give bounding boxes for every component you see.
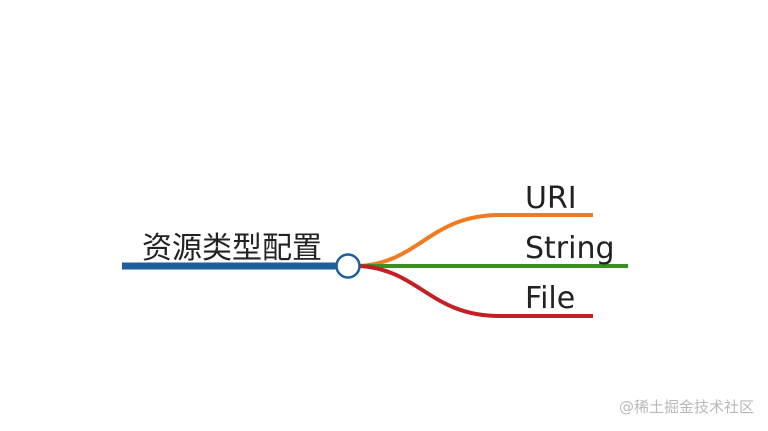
branch-label-file[interactable]: File xyxy=(525,281,575,316)
branch-label-uri[interactable]: URI xyxy=(525,181,577,216)
watermark-text: @稀土掘金技术社区 xyxy=(618,398,754,416)
root-node-label[interactable]: 资源类型配置 xyxy=(142,231,322,266)
branch-label-string[interactable]: String xyxy=(525,231,615,266)
root-collapse-toggle[interactable] xyxy=(335,253,361,279)
branch-connector-file xyxy=(359,264,593,318)
branch-connector-uri xyxy=(359,213,593,268)
